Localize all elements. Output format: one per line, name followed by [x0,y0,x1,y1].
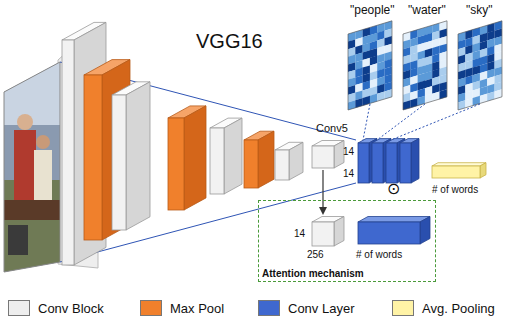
conv-block-front [275,150,289,180]
avg-pooling-top [432,163,486,166]
label: "people" [350,4,395,17]
conv-layer-side [411,139,419,183]
heatmap-frame [403,21,447,110]
legend-text: Conv Block [38,301,104,316]
conv-block-side [334,217,344,247]
attention-heatmap [458,21,502,110]
heatmap-frame [348,21,392,110]
max-pool-side [184,106,206,210]
product-symbol: ⊙ [387,180,400,198]
attention-heatmap [348,21,392,110]
legend-swatch [8,300,30,316]
label: 14 [294,228,305,239]
legend-entry: Conv Layer [258,300,354,316]
photo-frame [4,62,60,272]
region-title: Attention mechanism [262,268,364,279]
max-pool [168,106,206,210]
conv-block-side [74,22,106,265]
flow-arrow [322,170,323,213]
conv-layer-top [358,217,430,223]
label: 14 [343,146,354,157]
max-pool [84,60,130,240]
attention-region: Attention mechanism [258,200,436,282]
conv-block-front [312,222,334,246]
max-pool [244,131,274,188]
conv-block-front [312,146,334,168]
network-title: VGG16 [196,30,263,52]
conv-block [312,141,344,169]
heatmap-frame [458,21,502,110]
attention-heatmap [403,21,447,110]
legend-swatch [140,300,162,316]
conv-layer-front [400,143,411,183]
avg-pooling-front [432,166,480,178]
conv-layer-front [386,143,397,183]
avg-pooling [432,163,486,178]
leader-line [377,104,425,140]
legend-entry: Conv Block [8,300,104,316]
legend-swatch [392,300,414,316]
conv-layer-front [372,143,383,183]
legend-swatch [258,300,280,316]
label: "water" [408,4,446,17]
conv-block-side [289,142,303,180]
conv-layer-side [420,217,430,245]
legend-entry: Max Pool [140,300,224,316]
max-pool-side [102,60,130,240]
conv-layer [358,217,430,245]
label: # of words [432,184,478,195]
conv-block-front [112,95,126,230]
label: 256 [307,249,324,260]
input-photo [0,55,62,275]
label: # of words [356,249,402,260]
conv-block-front [210,128,224,194]
leader-line [391,104,480,140]
conv-block [275,142,303,180]
label: Conv5 [316,122,348,134]
legend-text: Avg. Pooling [422,301,495,316]
legend-text: Conv Layer [288,301,354,316]
conv-block [312,217,344,247]
conv-block [112,82,150,230]
conv-block-front [62,40,74,265]
max-pool-front [244,140,258,188]
conv-block-side [126,82,150,230]
max-pool-front [84,75,102,240]
conv-layer [400,139,419,183]
label: "sky" [466,4,493,17]
conv-layer-front [358,143,369,183]
conv-block-side [224,118,242,194]
leader-line [363,104,370,140]
max-pool-side [258,131,274,188]
conv-block [62,22,106,265]
conv-block [210,118,242,194]
legend-text: Max Pool [170,301,224,316]
max-pool-front [168,118,184,210]
conv-block-side [334,141,344,169]
label: 14 [343,168,354,179]
conv-layer-front [358,222,420,244]
legend-entry: Avg. Pooling [392,300,495,316]
avg-pooling-side [480,163,486,178]
